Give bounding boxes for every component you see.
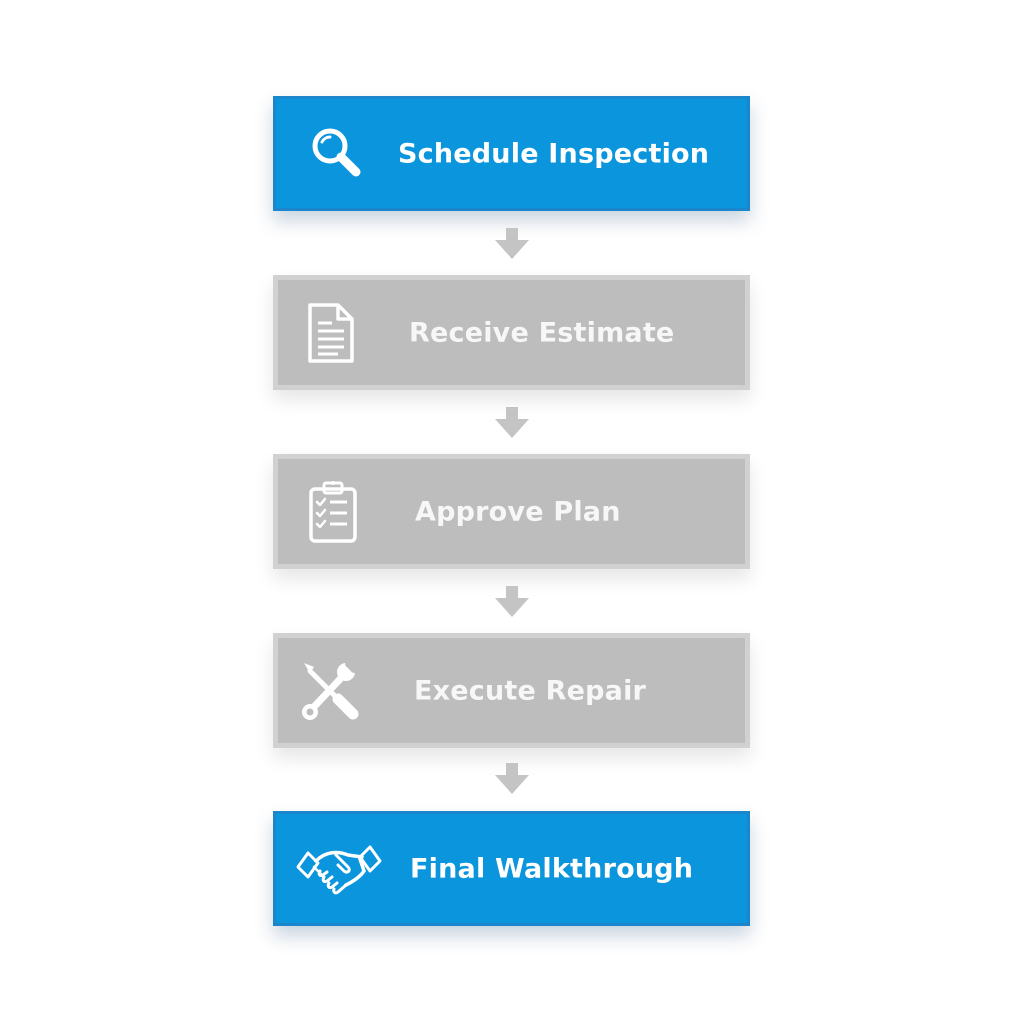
down-arrow-icon [494, 586, 530, 618]
down-arrow-icon [494, 763, 530, 795]
wrench-screwdriver-icon [298, 659, 362, 723]
step-execute-repair[interactable]: Execute Repair [273, 633, 750, 748]
magnifier-icon [304, 122, 368, 186]
step-label: Execute Repair [414, 675, 647, 706]
step-receive-estimate[interactable]: Receive Estimate [273, 275, 750, 390]
step-schedule-inspection[interactable]: Schedule Inspection [273, 96, 750, 211]
step-approve-plan[interactable]: Approve Plan [273, 454, 750, 569]
step-final-walkthrough[interactable]: Final Walkthrough [273, 811, 750, 926]
step-label: Approve Plan [415, 496, 621, 527]
step-label: Receive Estimate [409, 317, 675, 348]
document-icon [300, 301, 364, 365]
step-label: Schedule Inspection [398, 138, 710, 169]
handshake-icon [296, 837, 382, 901]
down-arrow-icon [494, 407, 530, 439]
step-label: Final Walkthrough [410, 853, 694, 884]
clipboard-checklist-icon [302, 480, 366, 544]
down-arrow-icon [494, 228, 530, 260]
